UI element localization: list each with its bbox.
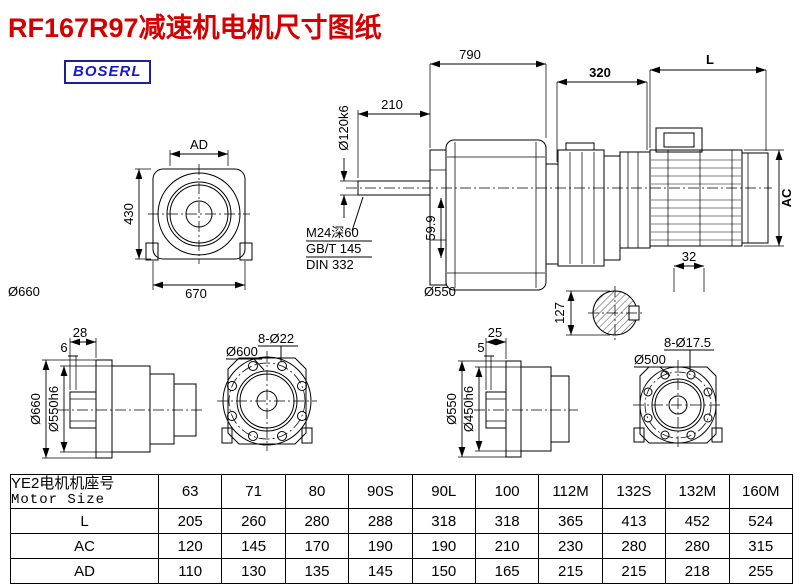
motor-size-table: YE2电机机座号 Motor Size 63 71 80 90S 90L 100… (10, 474, 794, 584)
flange-face-view-right: Ø500 8-Ø17.5 (633, 335, 723, 450)
label-d500: Ø500 (634, 352, 666, 367)
table-row-ac: AC 120 145 170 190 190 210 230 280 280 3… (10, 533, 794, 559)
label-d550-flange: Ø550 (444, 393, 459, 425)
row-label: L (10, 508, 159, 534)
value-cell: 205 (157, 508, 223, 534)
table-header-row: YE2电机机座号 Motor Size 63 71 80 90S 90L 100… (10, 474, 794, 509)
value-cell: 218 (665, 558, 730, 584)
size-col-header: 63 (157, 474, 223, 509)
dim-670: 670 (185, 286, 207, 301)
value-cell: 452 (665, 508, 730, 534)
header-motor-frame-cn: YE2电机机座号 (11, 475, 115, 493)
label-tap-hole: M24深60 (306, 225, 359, 240)
size-col-header: 90L (411, 474, 476, 509)
value-cell: 190 (348, 533, 413, 559)
size-col-header: 90S (348, 474, 413, 509)
dim-28: 28 (73, 325, 87, 340)
dim-5: 5 (477, 340, 484, 355)
value-cell: 318 (474, 508, 540, 534)
value-cell: 145 (348, 558, 413, 584)
page-title: RF167R97减速机电机尺寸图纸 (8, 13, 382, 43)
label-gbt145: GB/T 145 (306, 241, 361, 256)
dim-210: 210 (381, 97, 403, 112)
label-d660-flange: Ø660 (28, 393, 43, 425)
value-cell: 315 (728, 533, 794, 559)
label-din332: DIN 332 (306, 257, 354, 272)
table-corner-cell: YE2电机机座号 Motor Size (10, 474, 159, 509)
value-cell: 170 (284, 533, 350, 559)
technical-drawing: AD 430 670 Ø660 (8, 47, 794, 459)
value-cell: 413 (601, 508, 667, 534)
value-cell: 255 (728, 558, 794, 584)
value-cell: 288 (348, 508, 413, 534)
size-col-header: 80 (284, 474, 350, 509)
row-label: AD (10, 558, 159, 584)
value-cell: 280 (665, 533, 730, 559)
header-motor-frame-en: Motor Size (11, 492, 106, 508)
value-cell: 524 (728, 508, 794, 534)
value-cell: 280 (284, 508, 350, 534)
flange-face-view-left: Ø600 8-Ø22 (217, 331, 317, 451)
value-cell: 130 (221, 558, 286, 584)
label-8-d17-5: 8-Ø17.5 (664, 335, 711, 350)
table-row-ad: AD 110 130 135 145 150 165 215 215 218 2… (10, 558, 794, 584)
dim-59-9: 59.9 (423, 215, 438, 240)
label-d450h6: Ø450h6 (461, 386, 476, 432)
dim-127: 127 (552, 302, 567, 324)
value-cell: 215 (538, 558, 603, 584)
row-label: AC (10, 533, 159, 559)
value-cell: 230 (538, 533, 603, 559)
label-side-d550: Ø550 (424, 284, 456, 299)
value-cell: 260 (221, 508, 286, 534)
value-cell: 210 (474, 533, 540, 559)
value-cell: 150 (411, 558, 476, 584)
size-col-header: 100 (474, 474, 540, 509)
label-shaft-dia: Ø120k6 (336, 105, 351, 151)
label-8-d22: 8-Ø22 (258, 331, 294, 346)
value-cell: 215 (601, 558, 667, 584)
dim-320: 320 (589, 65, 611, 80)
brand-logo: BOSERL (64, 60, 151, 84)
size-col-header: 71 (221, 474, 286, 509)
dim-430: 430 (121, 203, 136, 225)
dim-motor-ac: AC (779, 188, 794, 207)
flange-side-view-left: 28 6 Ø660 Ø550h6 (28, 325, 204, 459)
size-col-header: 160M (728, 474, 794, 509)
value-cell: 365 (538, 508, 603, 534)
value-cell: 190 (411, 533, 476, 559)
value-cell: 145 (221, 533, 286, 559)
flange-side-view-right: 25 5 Ø550 Ø450h6 (444, 325, 578, 458)
label-d600: Ø600 (226, 344, 258, 359)
value-cell: 120 (157, 533, 223, 559)
gearbox-motor-side-view: 790 210 Ø120k6 M24深60 GB/T 145 DIN 332 5… (306, 47, 794, 340)
table-row-l: L 205 260 280 288 318 318 365 413 452 52… (10, 508, 794, 534)
value-cell: 318 (411, 508, 476, 534)
value-cell: 135 (284, 558, 350, 584)
size-col-header: 132S (601, 474, 667, 509)
gearbox-front-view: AD 430 670 Ø660 (8, 137, 253, 301)
dim-25: 25 (488, 325, 502, 340)
label-front-d660: Ø660 (8, 284, 40, 299)
size-col-header: 132M (665, 474, 730, 509)
value-cell: 110 (157, 558, 223, 584)
value-cell: 165 (474, 558, 540, 584)
dim-790: 790 (459, 47, 481, 62)
dim-6: 6 (60, 340, 67, 355)
label-d550h6: Ø550h6 (46, 386, 61, 432)
dim-32: 32 (682, 249, 696, 264)
size-col-header: 112M (538, 474, 603, 509)
dim-motor-l: L (706, 52, 714, 67)
value-cell: 280 (601, 533, 667, 559)
dim-ad: AD (190, 137, 208, 152)
